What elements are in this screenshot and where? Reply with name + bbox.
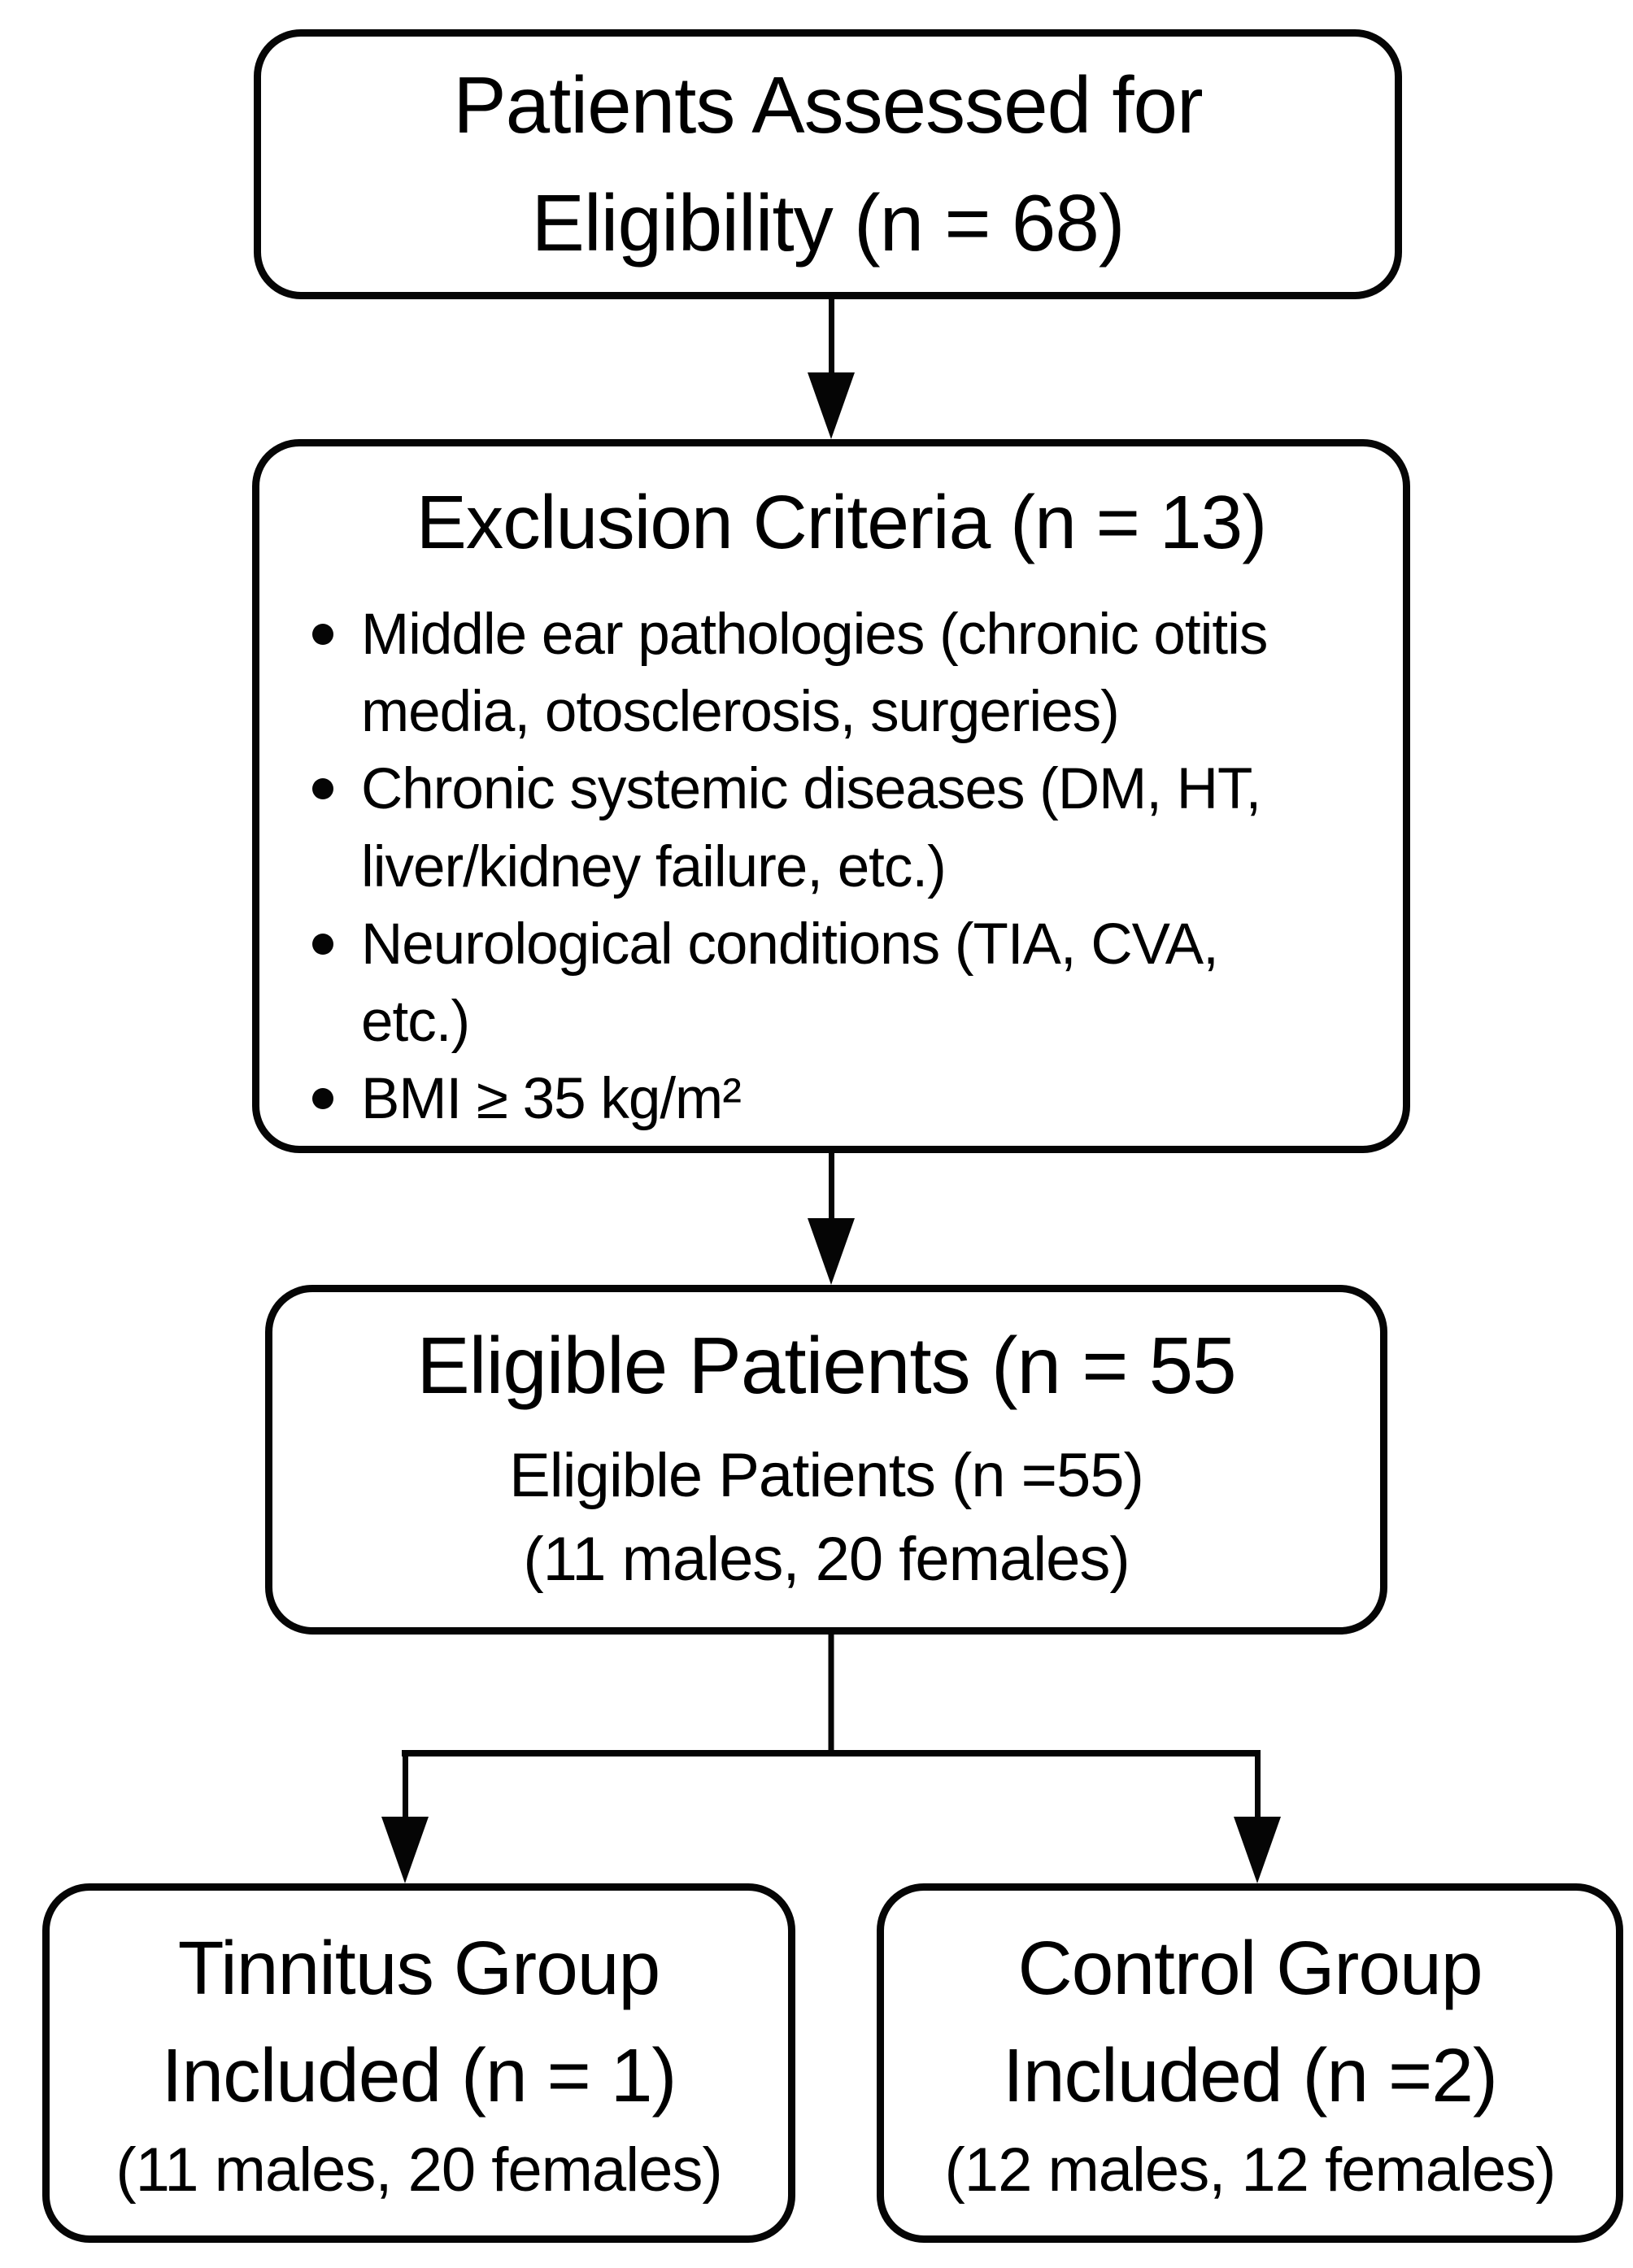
eligible-box: Eligible Patients (n = 55 Eligible Patie… [265,1285,1387,1635]
tinnitus-line2: Included (n = 1) [161,2032,677,2118]
bullet-1-line-2: media, otosclerosis, surgeries) [361,680,1120,745]
bullet-2-line-2: liver/kidney failure, etc.) [361,834,947,899]
control-line2: Included (n =2) [1003,2032,1498,2118]
exclusion-box: Exclusion Criteria (n = 13) Middle ear p… [252,439,1410,1153]
arrow-shaft [1254,1753,1261,1817]
arrow-down-icon [381,1817,429,1883]
eligible-line3: (11 males, 20 females) [523,1524,1130,1594]
eligible-line2: Eligible Patients (n =55) [509,1441,1144,1511]
bullet-dot-icon [312,778,333,800]
arrow-shaft [402,1753,408,1817]
bullet-4-line-1: BMI ≥ 35 kg/m² [361,1066,742,1131]
control-line1: Control Group [1017,1925,1483,2010]
assessed-line1: Patients Assessed for [453,59,1203,150]
assessed-box: Patients Assessed for Eligibility (n = 6… [254,29,1402,299]
list-item: BMI ≥ 35 kg/m² [304,1060,1378,1138]
arrow-to-control [1234,1753,1281,1883]
bullet-1-line-1: Middle ear pathologies (chronic otitis [361,603,1268,668]
arrow-exclusion-to-eligible [808,1153,855,1285]
eligible-line1: Eligible Patients (n = 55 [416,1320,1236,1410]
arrow-down-icon [808,1218,855,1285]
control-box: Control Group Included (n =2) (12 males,… [877,1883,1623,2243]
list-item: Middle ear pathologies (chronic otitis m… [304,596,1378,751]
arrow-assessed-to-exclusion [808,299,855,439]
bullet-3-line-1: Neurological conditions (TIA, CVA, [361,912,1219,977]
connector-stem [828,1635,834,1757]
tinnitus-line3: (11 males, 20 females) [115,2135,722,2205]
control-line3: (12 males, 12 females) [944,2135,1557,2205]
arrow-down-icon [808,372,855,439]
tinnitus-line1: Tinnitus Group [177,1925,660,2010]
arrow-shaft [828,299,834,372]
arrow-shaft [828,1153,834,1218]
arrow-to-tinnitus [381,1753,429,1883]
connector-crossbar [402,1750,1261,1757]
bullet-dot-icon [312,933,333,955]
list-item: Chronic systemic diseases (DM, HT, liver… [304,751,1378,905]
tinnitus-box: Tinnitus Group Included (n = 1) (11 male… [42,1883,795,2243]
arrow-down-icon [1234,1817,1281,1883]
bullet-dot-icon [312,1087,333,1109]
list-item: Neurological conditions (TIA, CVA, etc.) [304,906,1378,1060]
bullet-2-line-1: Chronic systemic diseases (DM, HT, [361,757,1261,822]
bullet-3-line-2: etc.) [361,989,470,1054]
exclusion-bullet-list: Middle ear pathologies (chronic otitis m… [304,596,1378,1138]
assessed-line2: Eligibility (n = 68) [531,178,1126,268]
bullet-dot-icon [312,624,333,646]
exclusion-title: Exclusion Criteria (n = 13) [416,480,1268,564]
